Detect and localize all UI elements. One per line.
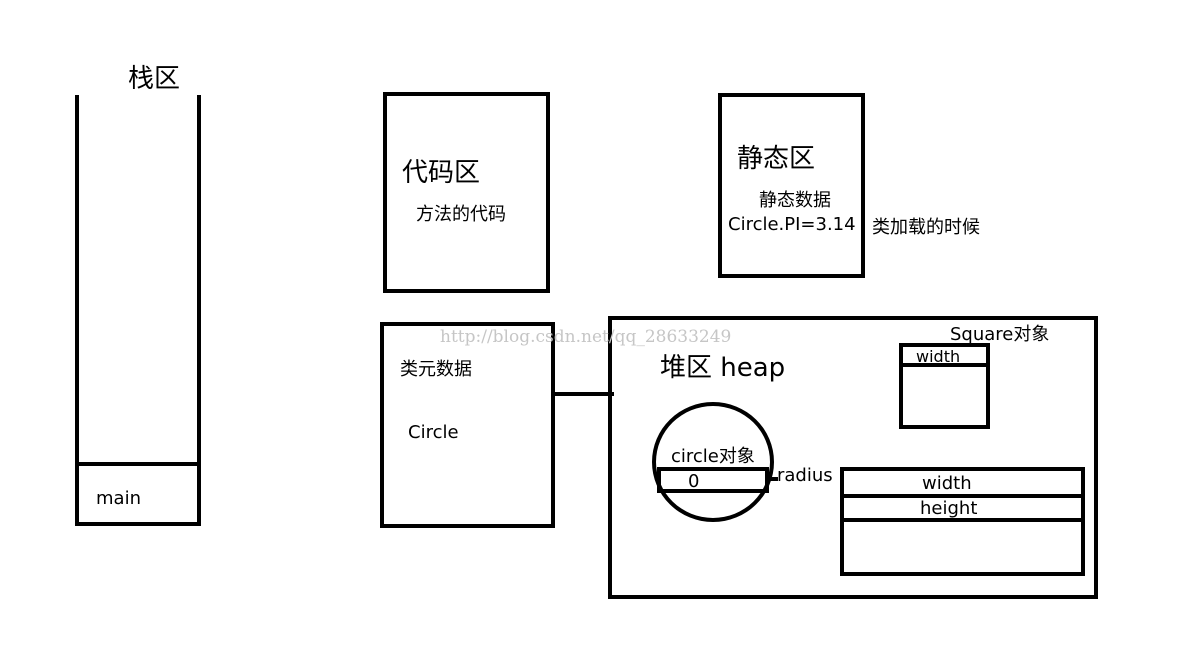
class-heap-connector: [552, 392, 614, 396]
square-object-box: [899, 343, 990, 429]
static-area-box: [718, 93, 865, 278]
radius-pointer: [766, 477, 778, 481]
square-field-name: width: [916, 347, 961, 366]
static-area-desc: 静态数据: [759, 190, 831, 211]
circle-field-box: [657, 467, 769, 493]
rect-field-divider-1: [840, 494, 1085, 498]
heap-title: 堆区 heap: [660, 353, 786, 383]
circle-field-name: radius: [777, 465, 833, 486]
static-area-title: 静态区: [737, 144, 816, 174]
circle-field-value: 0: [688, 471, 700, 492]
rect-field-width: width: [922, 473, 972, 494]
code-area-title: 代码区: [402, 158, 481, 188]
stack-frame-main: [75, 462, 201, 526]
rect-field-divider-2: [840, 518, 1085, 522]
square-field-divider: [899, 363, 990, 367]
static-area-value: Circle.PI=3.14: [728, 214, 856, 235]
code-area-box: [383, 92, 550, 293]
class-meta-class-name: Circle: [408, 422, 459, 443]
class-meta-title: 类元数据: [400, 359, 472, 380]
square-object-label: Square对象: [950, 324, 1050, 345]
circle-object-shape: [652, 402, 774, 522]
code-area-desc: 方法的代码: [416, 204, 506, 225]
heap-box: [608, 316, 1098, 599]
class-meta-box: [380, 322, 555, 528]
circle-object-label: circle对象: [671, 446, 755, 467]
stack-right-wall: [197, 95, 201, 526]
stack-left-wall: [75, 95, 79, 526]
stack-title: 栈区: [128, 64, 181, 94]
watermark: http://blog.csdn.net/qq_28633249: [440, 327, 732, 347]
static-area-note: 类加载的时候: [872, 217, 980, 238]
stack-frame-label: main: [96, 488, 141, 509]
rect-field-height: height: [920, 498, 978, 519]
